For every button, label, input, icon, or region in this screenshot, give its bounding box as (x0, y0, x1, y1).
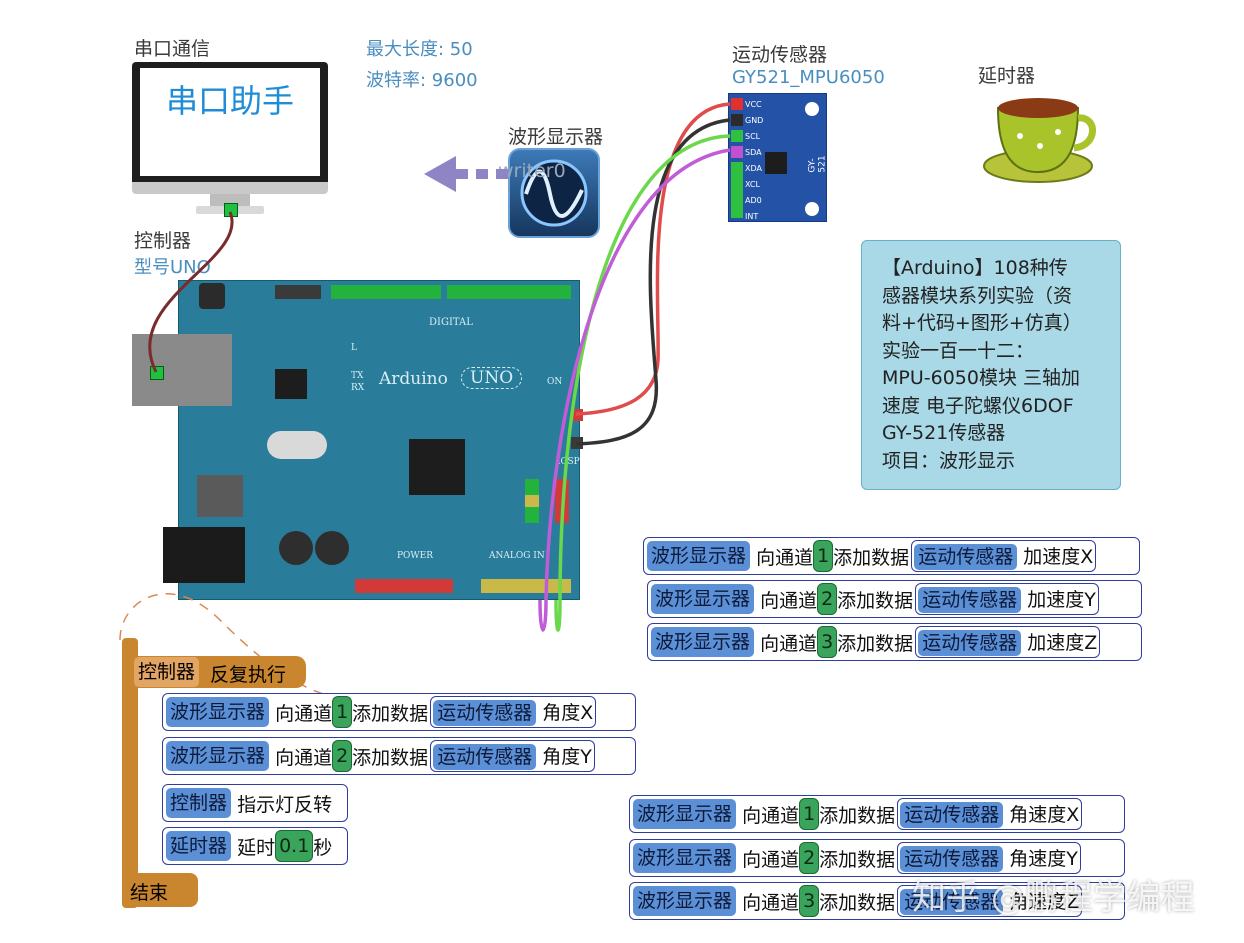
loop-end: 结束 (122, 873, 198, 907)
gy521-label: GY-521 (807, 155, 828, 173)
block-scope[interactable]: 波形显示器 (633, 799, 737, 829)
info-line: 感器模块系列实验（资 (882, 284, 1073, 307)
block-motion[interactable]: 运动传感器 (918, 630, 1022, 656)
info-line: 料+代码+图形+仿真） (882, 312, 1082, 334)
capacitor-1 (279, 531, 313, 565)
block-delayer[interactable]: 延时器 (166, 831, 232, 861)
power-label: POWER (397, 551, 434, 561)
icsp-label: ICSP (557, 457, 580, 467)
channel-number[interactable]: 2 (817, 583, 838, 615)
usb-chip (275, 369, 307, 399)
serial-baud-rate: 波特率: 9600 (366, 70, 478, 91)
usb-port-icon[interactable] (150, 366, 164, 380)
block-motion[interactable]: 运动传感器 (918, 587, 1022, 613)
info-line: GY-521传感器 (882, 422, 1006, 444)
rx-label: RX (351, 383, 365, 393)
digital-label: DIGITAL (429, 317, 473, 328)
watermark: 知乎 @鹏程学编程 (912, 878, 1195, 918)
info-line: 项目：波形显示 (882, 449, 1016, 472)
block-scope[interactable]: 波形显示器 (651, 627, 755, 657)
channel-number[interactable]: 1 (813, 540, 834, 572)
usb-connector (132, 334, 232, 406)
channel-number[interactable]: 3 (799, 885, 820, 917)
mpu-chip (765, 152, 787, 174)
serial-monitor-icon[interactable]: 串口助手 (132, 62, 328, 194)
crystal (267, 431, 327, 459)
block-motion[interactable]: 运动传感器 (900, 846, 1004, 872)
channel-number[interactable]: 3 (817, 626, 838, 658)
info-line: MPU-6050模块 三轴加 (882, 367, 1081, 389)
info-line: 速度 电子陀螺仪6DOF (882, 394, 1074, 417)
block-controller[interactable]: 控制器 (134, 657, 200, 687)
channel-number[interactable]: 1 (332, 696, 353, 728)
on-label: ON (547, 377, 563, 387)
loop-header[interactable]: 控制器 反复执行 (130, 656, 306, 688)
channel-number[interactable]: 2 (332, 740, 353, 772)
block-motion[interactable]: 运动传感器 (914, 544, 1018, 570)
monitor-stand (210, 194, 250, 208)
serial-title: 串口通信 (134, 38, 211, 60)
serial-port-icon[interactable] (224, 203, 238, 217)
info-line: 实验一百一十二： (882, 339, 1035, 362)
block-scope[interactable]: 波形显示器 (166, 697, 270, 727)
channel-number[interactable]: 2 (799, 842, 820, 874)
info-panel: 【Arduino】108种传 感器模块系列实验（资 料+代码+图形+仿真） 实验… (861, 240, 1121, 490)
controller-title: 控制器 (134, 230, 192, 252)
block-motion[interactable]: 运动传感器 (900, 889, 1004, 915)
delay-title: 延时器 (978, 65, 1036, 87)
sensor-model: GY521_MPU6050 (732, 67, 885, 88)
capacitor-2 (315, 531, 349, 565)
block-motion[interactable]: 运动传感器 (433, 744, 537, 770)
info-line: 【Arduino】108种传 (882, 257, 1068, 279)
data-arrow-icon (424, 156, 508, 192)
loop-bar (122, 638, 138, 908)
serial-screen-text: 串口助手 (165, 82, 294, 120)
block-motion[interactable]: 运动传感器 (433, 700, 537, 726)
l-label: L (351, 343, 357, 353)
analog-label: ANALOG IN (489, 551, 545, 561)
block-scope[interactable]: 波形显示器 (166, 741, 270, 771)
block-scope[interactable]: 波形显示器 (647, 541, 751, 571)
sensor-title: 运动传感器 (732, 44, 828, 66)
arduino-model: UNO (461, 367, 523, 389)
block-scope[interactable]: 波形显示器 (633, 843, 737, 873)
block-motion[interactable]: 运动传感器 (900, 802, 1004, 828)
block-scope[interactable]: 波形显示器 (651, 584, 755, 614)
tx-label: TX (351, 371, 364, 381)
channel-number[interactable]: 1 (799, 798, 820, 830)
teacup-icon[interactable] (982, 86, 1100, 186)
loop-label: 反复执行 (210, 664, 287, 686)
delay-value[interactable]: 0.1 (275, 830, 314, 862)
mcu-chip (409, 439, 465, 495)
arduino-brand: Arduino (379, 369, 448, 389)
voltage-regulator (197, 475, 243, 517)
reset-button[interactable] (199, 283, 225, 309)
power-jack (163, 527, 245, 583)
serial-max-length: 最大长度: 50 (366, 39, 473, 60)
block-toggle-led[interactable]: 控制器 指示灯反转 (162, 784, 348, 822)
controller-model: 型号UNO (134, 257, 211, 278)
block-controller[interactable]: 控制器 (166, 788, 232, 818)
block-scope[interactable]: 波形显示器 (633, 886, 737, 916)
oscilloscope-title: 波形显示器 (508, 126, 604, 148)
